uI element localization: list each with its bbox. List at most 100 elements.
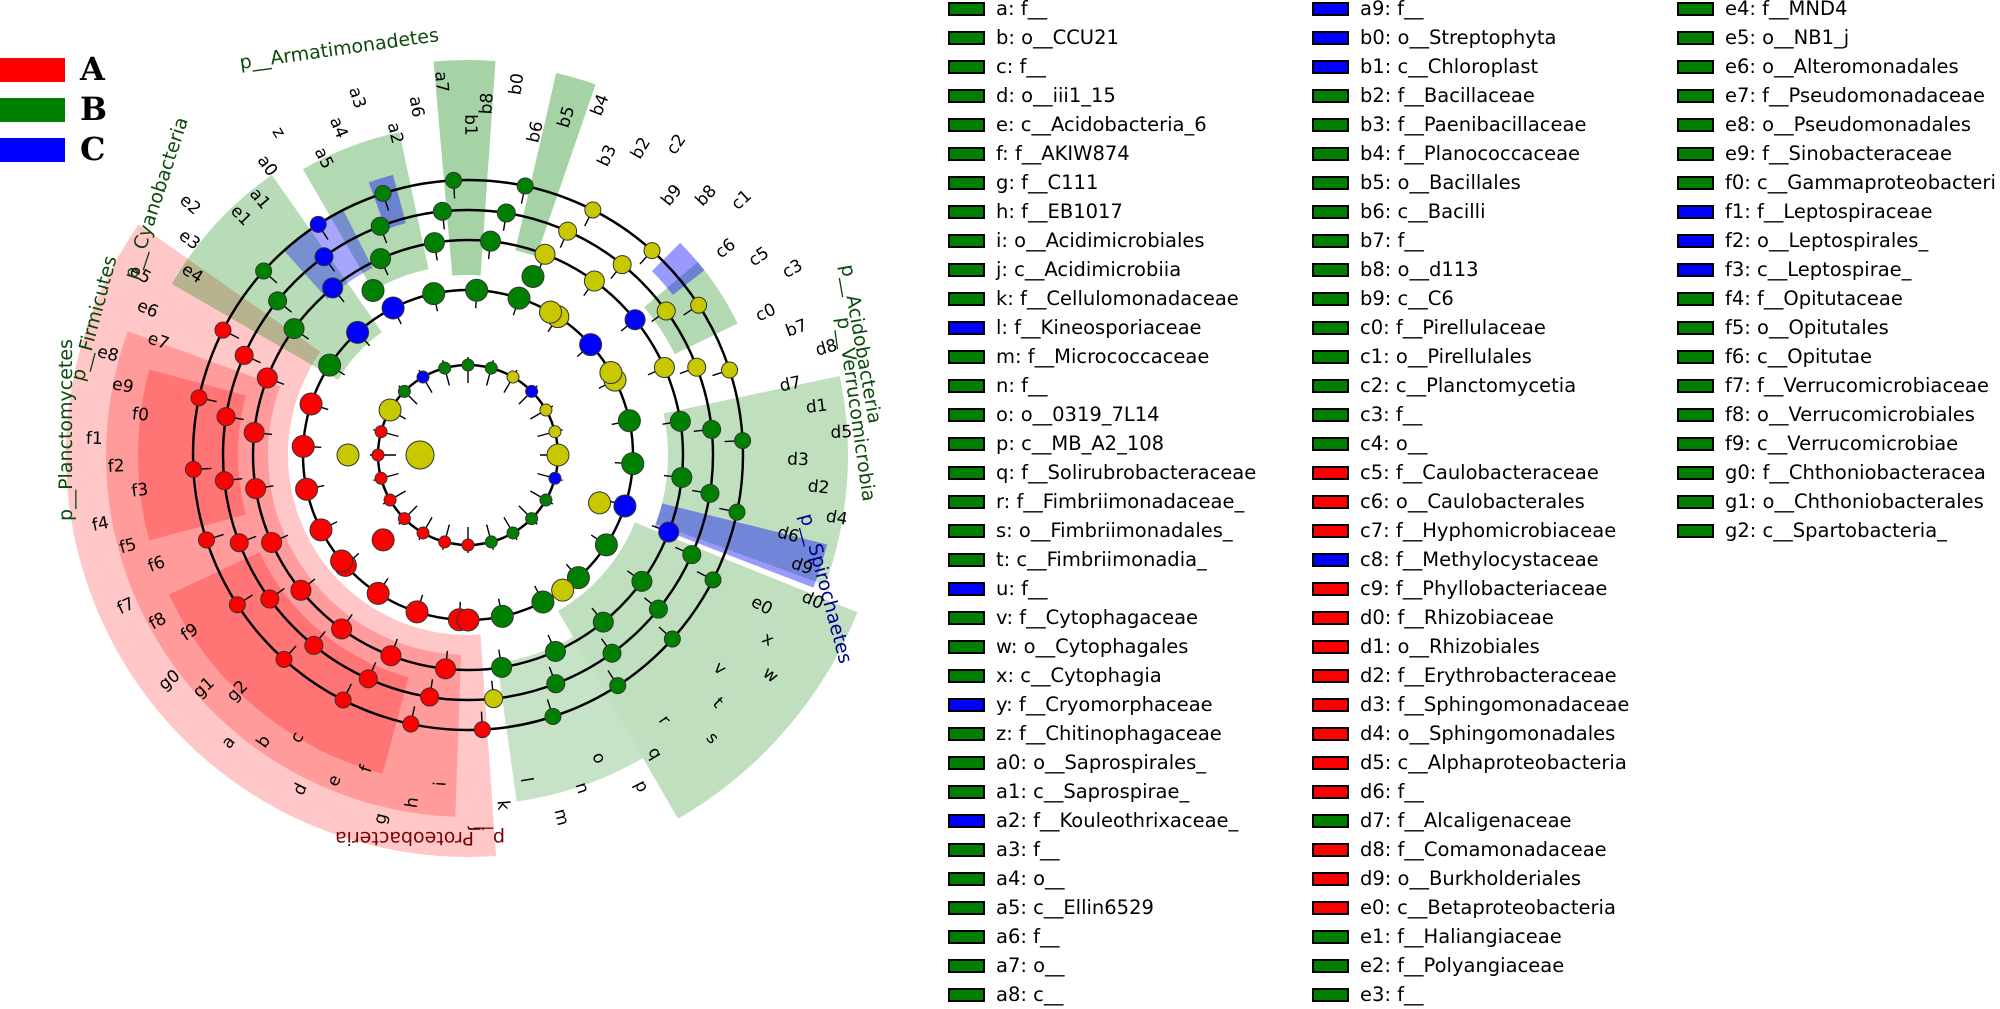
legend-text: f9: c__Verrucomicrobiae — [1725, 432, 1959, 455]
legend-item: b4: f__Planococcaceae — [1312, 139, 1580, 168]
legend-text: a0: o__Saprospirales_ — [996, 751, 1207, 774]
legend-swatch — [948, 117, 985, 132]
legend-item: c5: f__Caulobacteraceae — [1312, 458, 1599, 487]
legend-swatch — [948, 813, 985, 828]
legend-swatch — [948, 262, 985, 277]
legend-item: d9: o__Burkholderiales — [1312, 864, 1581, 893]
legend-item: b5: o__Bacillales — [1312, 168, 1521, 197]
clade-node — [584, 201, 602, 219]
legend-item: c1: o__Pirellulales — [1312, 342, 1532, 371]
sector-label: k — [493, 800, 514, 812]
legend-item: w: o__Cytophagales — [948, 632, 1188, 661]
clade-node — [700, 483, 720, 503]
root-node — [405, 440, 435, 470]
clade-node — [599, 361, 623, 384]
legend-text: c9: f__Phyllobacteriaceae — [1360, 577, 1608, 600]
legend-text: g2: c__Spartobacteria_ — [1725, 519, 1947, 542]
legend-swatch — [948, 668, 985, 683]
sector-label: f7 — [114, 594, 138, 619]
clade-node — [721, 361, 739, 379]
legend-text: r: f__Fimbriimonadaceae_ — [996, 490, 1245, 513]
legend-swatch — [1677, 407, 1714, 422]
legend-swatch — [948, 929, 985, 944]
legend-item: c3: f__ — [1312, 400, 1422, 429]
sector-label: f0 — [131, 404, 150, 426]
legend-item: f1: f__Leptospiraceae — [1677, 197, 1932, 226]
clade-node — [602, 643, 622, 663]
legend-swatch — [1312, 610, 1349, 625]
clade-node — [261, 531, 283, 553]
legend-text: e6: o__Alteromonadales — [1725, 55, 1959, 78]
legend-text: a9: f__ — [1360, 0, 1424, 20]
legend-item: a2: f__Kouleothrixaceae_ — [948, 806, 1238, 835]
legend-swatch — [1677, 436, 1714, 451]
legend-text: a8: c__ — [996, 983, 1064, 1006]
legend-text: y: f__Cryomorphaceae — [996, 693, 1213, 716]
legend-swatch — [948, 639, 985, 654]
legend-item: e6: o__Alteromonadales — [1677, 52, 1959, 81]
legend-text: i: o__Acidimicrobiales — [996, 229, 1205, 252]
clade-node — [583, 270, 605, 292]
sector-label: a2 — [383, 120, 407, 145]
legend-text: b: o__CCU21 — [996, 26, 1119, 49]
legend-swatch — [1312, 175, 1349, 190]
clade-node — [371, 448, 385, 462]
clade-node — [304, 635, 324, 655]
clade-node — [728, 503, 746, 521]
legend-swatch — [948, 407, 985, 422]
clade-node — [653, 357, 675, 379]
clade-node — [438, 361, 452, 375]
clade-node — [507, 286, 531, 310]
clade-sector — [654, 503, 828, 588]
legend-item: z: f__Chitinophagaceae — [948, 719, 1222, 748]
legend-text: e1: f__Haliangiaceae — [1360, 925, 1562, 948]
legend-swatch — [948, 378, 985, 393]
legend-item: c4: o__ — [1312, 429, 1427, 458]
legend-swatch — [948, 987, 985, 1002]
legend-text: d4: o__Sphingomonadales — [1360, 722, 1616, 745]
sector-label: m — [550, 807, 573, 828]
clade-node — [558, 221, 578, 241]
clade-node — [539, 300, 562, 324]
clade-node — [734, 432, 752, 450]
clade-node — [228, 596, 246, 614]
legend-swatch — [1312, 30, 1349, 45]
class-label-a: A — [79, 50, 106, 88]
legend-swatch — [948, 233, 985, 248]
sector-label: l — [516, 776, 537, 784]
legend-swatch — [1677, 1, 1714, 16]
legend-text: c7: f__Hyphomicrobiaceae — [1360, 519, 1617, 542]
legend-swatch — [1677, 291, 1714, 306]
clade-node — [295, 477, 319, 501]
clade-node — [496, 203, 516, 223]
class-swatch-b — [0, 98, 65, 122]
legend-swatch — [1312, 465, 1349, 480]
legend-text: d6: f__ — [1360, 780, 1424, 803]
clade-node — [383, 493, 397, 507]
sector-label: b3 — [594, 142, 621, 170]
legend-swatch — [1312, 436, 1349, 451]
sector-label: b9 — [657, 181, 686, 210]
clade-node — [588, 491, 612, 515]
sector-label: e9 — [111, 374, 136, 398]
sector-label: a4 — [325, 114, 352, 141]
legend-item: f6: c__Opitutae — [1677, 342, 1872, 371]
legend-item: b6: c__Bacilli — [1312, 197, 1486, 226]
legend-item: b3: f__Paenibacillaceae — [1312, 110, 1586, 139]
legend-text: a5: c__Ellin6529 — [996, 896, 1154, 919]
legend-text: d5: c__Alphaproteobacteria — [1360, 751, 1627, 774]
clade-node — [658, 521, 680, 543]
clade-node — [309, 215, 327, 233]
clade-node — [490, 604, 514, 628]
clade-node — [663, 630, 681, 648]
legend-item: a8: c__ — [948, 980, 1063, 1009]
legend-item: p: c__MB_A2_108 — [948, 429, 1164, 458]
clade-node — [371, 528, 395, 552]
legend-text: h: f__EB1017 — [996, 200, 1123, 223]
legend-text: c4: o__ — [1360, 432, 1428, 455]
sector-label: d3 — [787, 450, 809, 471]
legend-item: c2: c__Planctomycetia — [1312, 371, 1576, 400]
legend-text: f: f__AKIW874 — [996, 142, 1130, 165]
sector-label: f4 — [90, 513, 110, 536]
node-layer — [184, 171, 752, 739]
